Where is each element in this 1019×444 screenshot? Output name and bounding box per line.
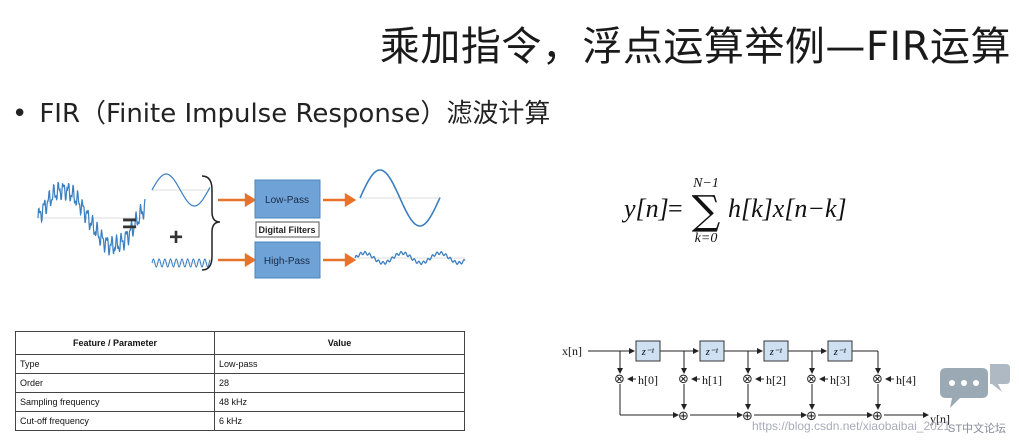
multiplier-node: ⊗ bbox=[678, 372, 689, 387]
low-pass-output-image bbox=[359, 169, 441, 227]
high-pass-box bbox=[254, 241, 321, 279]
coefficient-label: h[0] bbox=[638, 373, 658, 387]
output-label: y[n] bbox=[930, 412, 950, 426]
table-header-value: Value bbox=[214, 331, 465, 355]
bullet-marker: • bbox=[12, 99, 28, 129]
delay-block: z⁻¹ bbox=[635, 340, 661, 362]
formula-equals: = bbox=[668, 194, 683, 223]
bullet-text: FIR（Finite Impulse Response）滤波计算 bbox=[39, 99, 551, 129]
delay-block: z⁻¹ bbox=[763, 340, 789, 362]
coefficient-label: h[3] bbox=[830, 373, 850, 387]
brace-shape bbox=[201, 175, 221, 271]
sine-signal-image bbox=[151, 173, 211, 207]
plus-sign: + bbox=[169, 224, 183, 251]
noise-signal-image bbox=[151, 258, 211, 268]
delay-block: z⁻¹ bbox=[827, 340, 853, 362]
slide-title: 乘加指令，浮点运算举例—FIR运算 bbox=[379, 24, 1011, 70]
formula-lhs: y[n] bbox=[621, 194, 669, 223]
adder-node: ⊕ bbox=[678, 409, 689, 424]
input-label: x[n] bbox=[562, 344, 582, 358]
svg-text:z⁻¹: z⁻¹ bbox=[769, 347, 782, 358]
table-header-row: Feature / Parameter Value bbox=[15, 331, 465, 355]
low-pass-label: Low-Pass bbox=[265, 195, 309, 206]
table-cell: 6 kHz bbox=[214, 411, 465, 431]
coefficient-label: h[2] bbox=[766, 373, 786, 387]
equals-sign: = bbox=[122, 208, 137, 238]
formula-sum-symbol: ∑ bbox=[692, 188, 721, 234]
svg-text:z⁻¹: z⁻¹ bbox=[641, 347, 654, 358]
adder-node: ⊕ bbox=[806, 409, 817, 424]
table-cell: Cut-off frequency bbox=[15, 411, 215, 431]
formula-upper-limit: N−1 bbox=[692, 176, 719, 191]
delay-block: z⁻¹ bbox=[699, 340, 725, 362]
high-pass-label: High-Pass bbox=[264, 256, 310, 267]
multiplier-node: ⊗ bbox=[614, 372, 625, 387]
fir-structure-diagram: x[n] z⁻¹ z⁻¹ z⁻¹ z⁻¹ ⊗ bbox=[562, 340, 950, 426]
coefficient-label: h[4] bbox=[896, 373, 916, 387]
digital-filters-label: Digital Filters bbox=[258, 225, 315, 235]
multiplier-node: ⊗ bbox=[872, 372, 883, 387]
table-cell: 48 kHz bbox=[214, 392, 465, 412]
low-pass-box bbox=[254, 179, 321, 219]
table-header-feature: Feature / Parameter bbox=[15, 331, 215, 355]
signal-lines bbox=[588, 348, 929, 418]
input-arrows bbox=[218, 192, 357, 268]
coefficient-label: h[1] bbox=[702, 373, 722, 387]
digital-filters-box bbox=[255, 221, 320, 238]
table-cell: Order bbox=[15, 373, 215, 393]
forum-chat-icon bbox=[940, 364, 1010, 408]
filter-diagram: = + Low-Pass Digital Filters High-Pass bbox=[37, 169, 466, 279]
svg-text:z⁻¹: z⁻¹ bbox=[705, 347, 718, 358]
fir-formula: y[n] = N−1 ∑ k=0 h[k]x[n−k] bbox=[621, 176, 847, 246]
multiplier-node: ⊗ bbox=[806, 372, 817, 387]
formula-lower-limit: k=0 bbox=[695, 231, 718, 246]
adder-node: ⊕ bbox=[742, 409, 753, 424]
adder-node: ⊕ bbox=[872, 409, 883, 424]
multiplier-node: ⊗ bbox=[742, 372, 753, 387]
noisy-signal-image bbox=[37, 181, 146, 256]
formula-rhs: h[k]x[n−k] bbox=[728, 194, 847, 223]
table-cell: 28 bbox=[214, 373, 465, 393]
forum-watermark: ST中文论坛 bbox=[948, 423, 1007, 435]
table-cell: Sampling frequency bbox=[15, 392, 215, 412]
url-watermark: https://blog.csdn.net/xiaobaibai_2021 bbox=[752, 419, 951, 433]
svg-text:z⁻¹: z⁻¹ bbox=[833, 347, 846, 358]
bullet-item: • FIR（Finite Impulse Response）滤波计算 bbox=[12, 93, 550, 130]
table-cell: Type bbox=[15, 354, 215, 374]
high-pass-output-image bbox=[354, 250, 466, 266]
table-cell: Low-pass bbox=[214, 354, 465, 374]
